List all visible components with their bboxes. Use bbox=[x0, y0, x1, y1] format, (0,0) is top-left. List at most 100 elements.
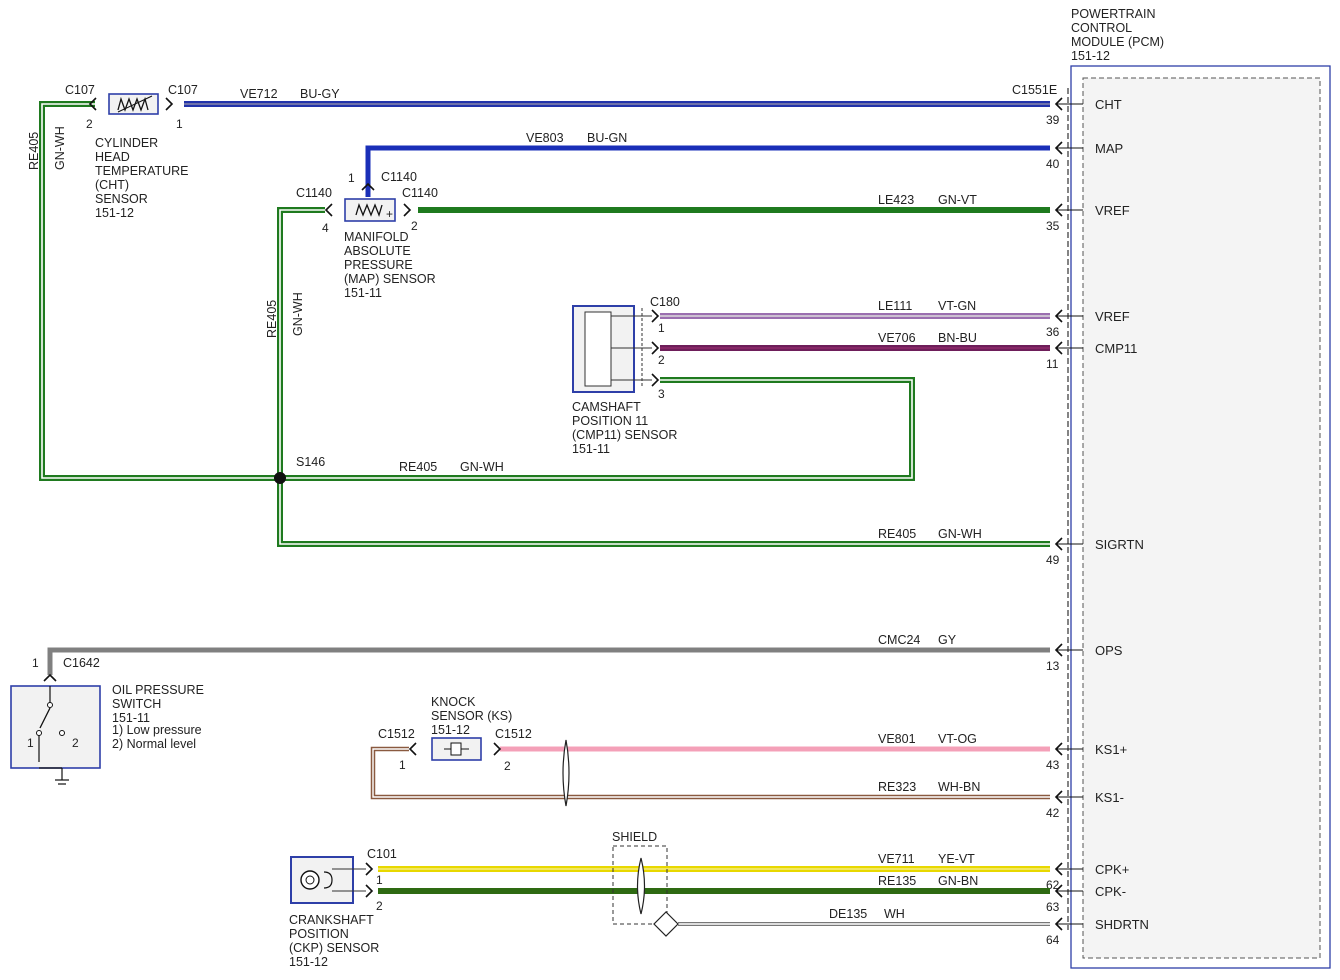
cmp-pin-2: 2 bbox=[658, 353, 665, 367]
pcm-title-line-3: MODULE (PCM) bbox=[1071, 35, 1164, 49]
pcm-connector-label: C1551E bbox=[1012, 83, 1057, 97]
splice-s146-dot bbox=[274, 472, 286, 484]
circuit-label-cpkm: RE135 bbox=[878, 874, 916, 888]
cht-pin-a: 2 bbox=[86, 117, 93, 131]
map-sensor: + C1140 C1140 C1140 1 4 2 MANIFOLD ABSOL… bbox=[296, 145, 1050, 300]
cht-connector-b: C107 bbox=[168, 83, 198, 97]
pcm-signal-cpkm: CPK- bbox=[1095, 884, 1126, 899]
pcm-signal-cpkp: CPK+ bbox=[1095, 862, 1129, 877]
cmp-label-2: POSITION 11 bbox=[572, 414, 648, 428]
shield-ground-diamond-icon bbox=[653, 911, 679, 937]
pcm-signal-ks1p: KS1+ bbox=[1095, 742, 1127, 757]
cht-label-3: TEMPERATURE bbox=[95, 164, 189, 178]
ks-connector-a: C1512 bbox=[378, 727, 415, 741]
pcm-signal-ks1m: KS1- bbox=[1095, 790, 1124, 805]
cht-label-6: 151-12 bbox=[95, 206, 134, 220]
pcm-module: POWERTRAIN CONTROL MODULE (PCM) 151-12 C… bbox=[1012, 7, 1331, 969]
pcm-signal-cmp11: CMP11 bbox=[1095, 341, 1137, 356]
ks-label-2: SENSOR (KS) bbox=[431, 709, 512, 723]
map-plus-mark: + bbox=[386, 207, 393, 221]
circuit-label-cht: VE712 bbox=[240, 87, 278, 101]
ckp-sensor: C101 1 2 CRANKSHAFT POSITION (CKP) SENSO… bbox=[289, 830, 1050, 969]
return-color-label: GN-WH bbox=[460, 460, 504, 474]
circuit-label-sigrtn: RE405 bbox=[878, 527, 916, 541]
pcm-signal-vref1: VREF bbox=[1095, 203, 1130, 218]
shield-box bbox=[612, 845, 668, 925]
map-label-2: ABSOLUTE bbox=[344, 244, 411, 258]
pcm-title-line-1: POWERTRAIN bbox=[1071, 7, 1156, 21]
return-left-circuit-label: RE405 bbox=[27, 132, 41, 170]
cht-label-2: HEAD bbox=[95, 150, 130, 164]
return-circuit-label: RE405 bbox=[399, 460, 437, 474]
ckp-label-3: (CKP) SENSOR bbox=[289, 941, 379, 955]
circuit-label-shdrtn: DE135 bbox=[829, 907, 867, 921]
pcm-signal-map: MAP bbox=[1095, 141, 1123, 156]
pcm-pin-ks1p: 43 bbox=[1046, 758, 1060, 772]
pcm-signal-vref2: VREF bbox=[1095, 309, 1130, 324]
pcm-pin-shdrtn: 64 bbox=[1046, 933, 1060, 947]
ops-label-3: 151-11 bbox=[112, 711, 150, 725]
cht-label-5: SENSOR bbox=[95, 192, 148, 206]
color-code-shdrtn: WH bbox=[884, 907, 905, 921]
knock-sensor: C1512 C1512 1 2 KNOCK SENSOR (KS) 151-12 bbox=[370, 695, 1050, 807]
map-pin-left: 4 bbox=[322, 221, 329, 235]
pcm-pin-cht: 39 bbox=[1046, 113, 1060, 127]
pcm-pin-ops: 13 bbox=[1046, 659, 1060, 673]
cmp-connector: C180 bbox=[650, 295, 680, 309]
pcm-signal-cht: CHT bbox=[1095, 97, 1122, 112]
return-mid-circuit-label: RE405 bbox=[265, 300, 279, 338]
map-connector-right: C1140 bbox=[402, 186, 438, 200]
color-code-vref1: GN-VT bbox=[938, 193, 977, 207]
ckp-label-2: POSITION bbox=[289, 927, 349, 941]
ops-switch-pin-2: 2 bbox=[72, 736, 79, 750]
color-code-cpkm: GN-BN bbox=[938, 874, 978, 888]
pcm-pin-sigrtn: 49 bbox=[1046, 553, 1060, 567]
cmp-label-4: 151-11 bbox=[572, 442, 610, 456]
ops-label-5: 2) Normal level bbox=[112, 737, 196, 751]
cht-label-4: (CHT) bbox=[95, 178, 129, 192]
ks-label-3: 151-12 bbox=[431, 723, 470, 737]
ckp-pin-1: 1 bbox=[376, 873, 383, 887]
return-mid-color-label: GN-WH bbox=[291, 292, 305, 336]
cmp-pin-3: 3 bbox=[658, 387, 665, 401]
pcm-signal-shdrtn: SHDRTN bbox=[1095, 917, 1149, 932]
ckp-label-1: CRANKSHAFT bbox=[289, 913, 374, 927]
color-code-ops: GY bbox=[938, 633, 957, 647]
cht-connector-a: C107 bbox=[65, 83, 95, 97]
color-code-vref2: VT-GN bbox=[938, 299, 976, 313]
pcm-pin-map: 40 bbox=[1046, 157, 1060, 171]
cmp-pin-1: 1 bbox=[658, 321, 665, 335]
cht-label-1: CYLINDER bbox=[95, 136, 158, 150]
cmp-label-1: CAMSHAFT bbox=[572, 400, 641, 414]
color-code-ks1p: VT-OG bbox=[938, 732, 977, 746]
ops-label-4: 1) Low pressure bbox=[112, 723, 202, 737]
circuit-label-vref1: LE423 bbox=[878, 193, 914, 207]
map-pin-top: 1 bbox=[348, 171, 355, 185]
map-connector-left: C1140 bbox=[296, 186, 332, 200]
shield-label: SHIELD bbox=[612, 830, 657, 844]
pcm-pin-cmp11: 11 bbox=[1046, 357, 1059, 371]
cmp-label-3: (CMP11) SENSOR bbox=[572, 428, 677, 442]
splice-label: S146 bbox=[296, 455, 325, 469]
cmp-sensor: C180 1 2 3 CAMSHAFT POSITION 11 (CMP11) … bbox=[572, 295, 680, 456]
pcm-signal-sigrtn: SIGRTN bbox=[1095, 537, 1144, 552]
ops-label-1: OIL PRESSURE bbox=[112, 683, 204, 697]
pcm-title-line-2: CONTROL bbox=[1071, 21, 1132, 35]
circuit-label-ks1m: RE323 bbox=[878, 780, 916, 794]
pcm-pin-cpkm: 63 bbox=[1046, 900, 1060, 914]
sigrtn-return-network: S146 RE405 GN-WH RE405 GN-WH RE405 GN-WH bbox=[27, 101, 1050, 547]
pcm-title-line-4: 151-12 bbox=[1071, 49, 1110, 63]
ckp-label-4: 151-12 bbox=[289, 955, 328, 969]
circuit-label-vref2: LE111 bbox=[878, 299, 912, 313]
wire-cpkm: RE135 GN-BN 63 CPK- bbox=[878, 874, 1126, 914]
map-label-4: (MAP) SENSOR bbox=[344, 272, 436, 286]
circuit-label-cpkp: VE711 bbox=[878, 852, 915, 866]
oil-pressure-switch: 1 2 1 C1642 OIL PRESSURE SWITCH 151-11 1… bbox=[10, 647, 1050, 785]
